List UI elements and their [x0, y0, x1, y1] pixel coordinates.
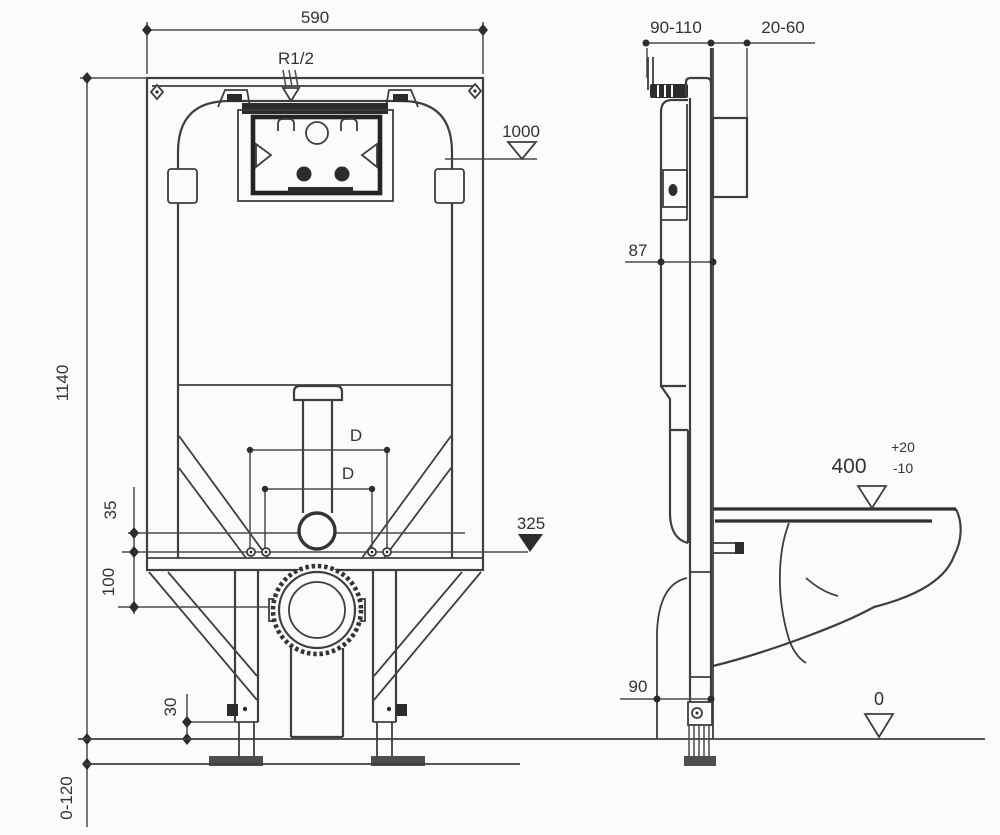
diagonal-braces [148, 435, 482, 701]
wall-plate [711, 116, 749, 199]
access-box-port [305, 121, 329, 145]
dim-d-lower [261, 485, 376, 556]
foot-plate [371, 756, 425, 766]
dim-tick-icon [142, 24, 152, 36]
access-box-hole [334, 166, 350, 182]
dim-label-35: 35 [101, 501, 120, 520]
flush-bend-port [297, 511, 337, 551]
corner-screw-icon [149, 83, 165, 101]
top-bracket [385, 89, 419, 108]
foot-plate [209, 756, 263, 766]
side-bracket [167, 168, 198, 204]
dim-90 [620, 695, 715, 703]
level-label-325: 325 [517, 514, 545, 533]
supply-connection-arrow-icon [281, 69, 301, 103]
dim-1140 [80, 72, 150, 827]
level-325-marker-icon [518, 534, 543, 552]
supply-thread-label: R1/2 [278, 49, 314, 68]
access-box-clip-icon [255, 142, 273, 169]
foot-clamp [227, 704, 238, 716]
dim-label-30: 30 [161, 698, 180, 717]
level-label-400: 400 [831, 455, 866, 478]
dim-label-0-120: 0-120 [57, 776, 76, 819]
frame-outline [145, 76, 485, 572]
side-bracket [434, 168, 465, 204]
level-label-0: 0 [874, 689, 884, 709]
frame-rail-profile [684, 48, 714, 739]
fixing-bolts [246, 547, 392, 557]
left-leg [209, 570, 263, 766]
dim-35-100 [129, 487, 139, 614]
supply-fitting [650, 84, 688, 98]
dim-label-d-lower: D [342, 464, 354, 483]
supply-pipe [647, 57, 688, 98]
dim-label-100: 100 [99, 568, 118, 596]
dim-label-90: 90 [629, 677, 648, 696]
dim-d-upper [246, 446, 391, 556]
toilet-bowl-profile [712, 507, 962, 668]
front-view [78, 22, 985, 827]
access-box [237, 109, 394, 202]
drain-ribbed-ring [270, 563, 364, 657]
dim-label-d-upper: D [350, 426, 362, 445]
dim-label-87: 87 [629, 241, 648, 260]
drain-bend-profile [656, 577, 688, 739]
level-label-1000: 1000 [502, 122, 540, 141]
foot-clamp [396, 704, 407, 716]
side-foot [684, 701, 716, 766]
dim-label-90-110: 90-110 [650, 18, 702, 37]
foot-plate [684, 756, 716, 766]
right-leg [371, 570, 425, 766]
cistern-outline [176, 99, 454, 558]
dim-30 [182, 694, 240, 745]
drain-assembly [268, 563, 366, 739]
corner-screw-icon [467, 82, 483, 100]
flush-pipe [292, 384, 344, 551]
dim-label-20-60: 20-60 [761, 18, 804, 37]
dim-87 [625, 258, 717, 266]
level-label-400-minus: -10 [893, 460, 913, 476]
dim-label-1140: 1140 [53, 365, 72, 402]
cistern-profile [659, 98, 690, 545]
dim-90-110-20-60 [642, 39, 815, 118]
dim-tick-icon [82, 72, 92, 84]
cistern-valve-box [662, 169, 688, 208]
top-bracket [217, 89, 251, 108]
access-box-tab [277, 118, 295, 131]
level-0-marker-icon [863, 713, 895, 739]
access-box-hole [296, 166, 312, 182]
access-box-tab [340, 118, 358, 131]
access-box-bottom-bar [288, 187, 353, 194]
flush-inlet [735, 542, 744, 554]
side-view [620, 39, 962, 766]
tank-top-bar [242, 103, 388, 114]
level-400-marker-icon [856, 485, 888, 510]
level-1000-marker-icon [445, 141, 538, 161]
level-label-400-plus: +20 [891, 439, 915, 455]
access-box-clip-icon [360, 142, 378, 169]
dim-tick-icon [478, 24, 488, 36]
dim-590 [142, 22, 488, 74]
dim-label-590: 590 [301, 8, 329, 27]
